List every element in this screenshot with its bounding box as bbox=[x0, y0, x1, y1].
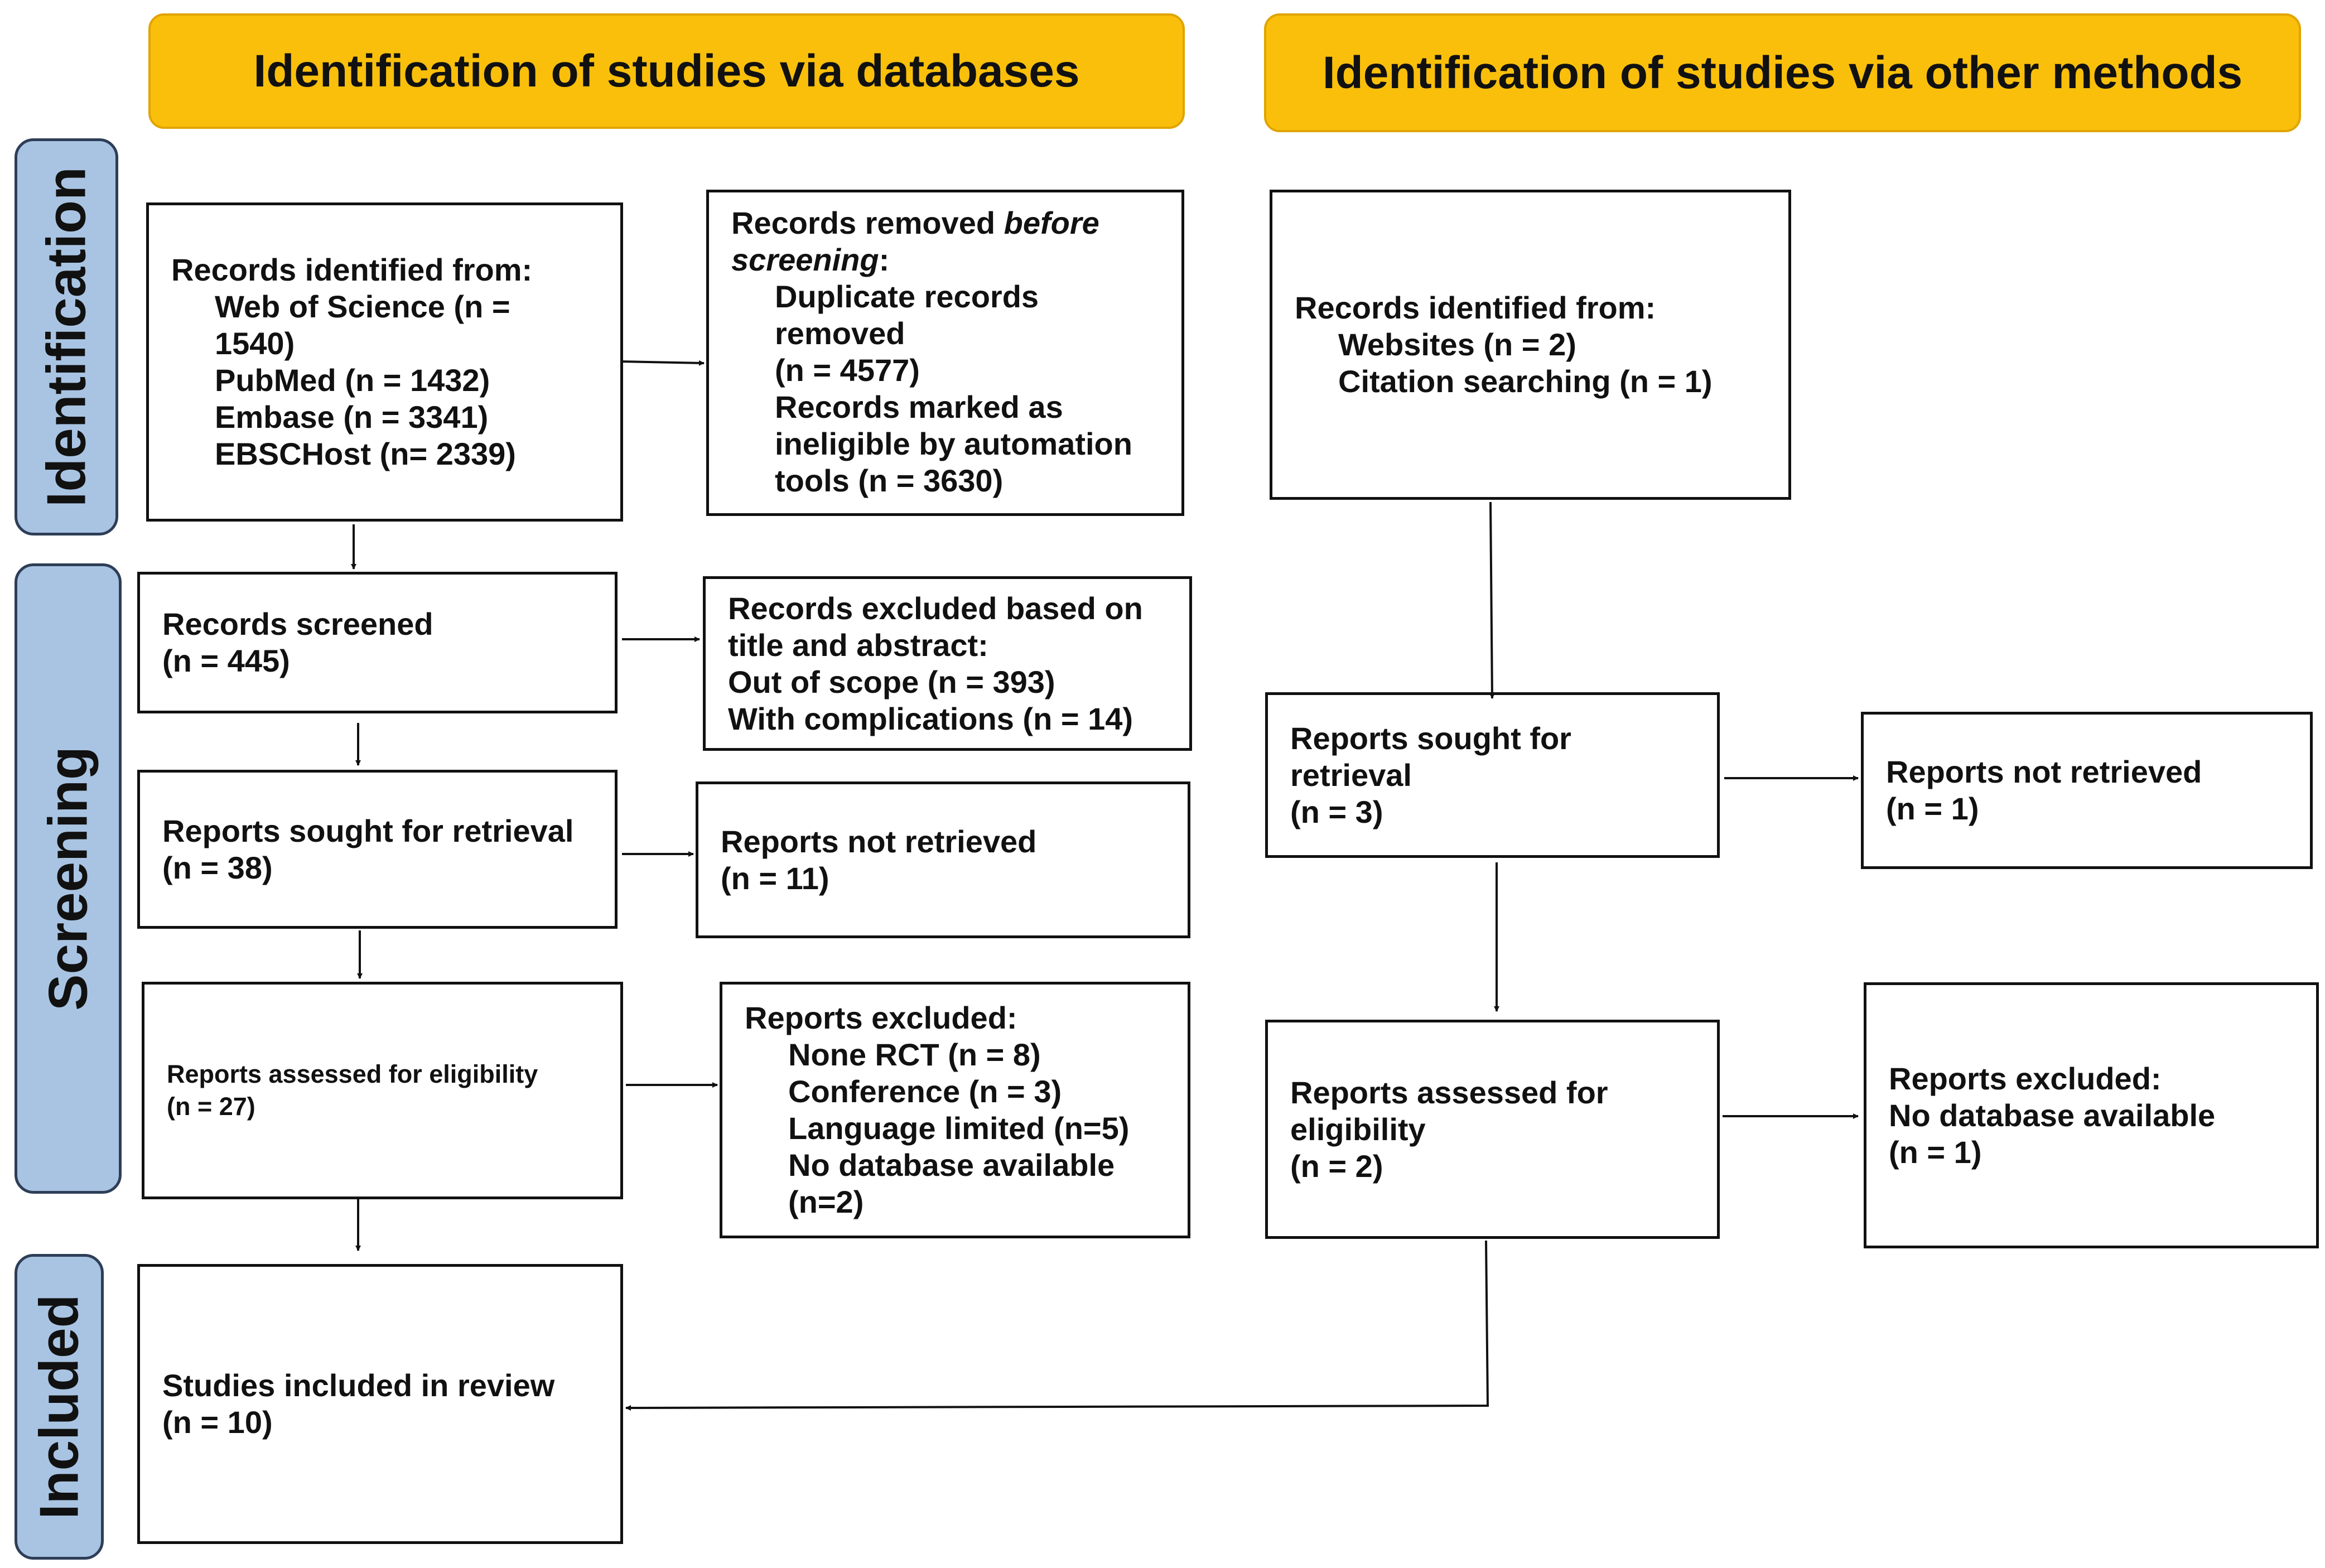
db-reports-excluded-item: Conference (n = 3) bbox=[788, 1074, 1062, 1109]
db-records-identified-title: Records identified from: bbox=[171, 252, 533, 287]
db-excluded-line: With complications (n = 14) bbox=[728, 701, 1133, 736]
other-source-item: Citation searching (n = 1) bbox=[1338, 364, 1713, 399]
db-reports-excluded-item: (n=2) bbox=[788, 1184, 864, 1219]
other-reports-assessed-count: (n = 2) bbox=[1290, 1148, 1383, 1184]
db-not-retrieved-line: Reports not retrieved bbox=[721, 823, 1037, 859]
db-records-removed-box: Records removed before screening: Duplic… bbox=[706, 190, 1184, 516]
header-other-label: Identification of studies via other meth… bbox=[1322, 47, 2243, 98]
title-emphasis-2: screening bbox=[731, 242, 879, 277]
arrow-identified-to-removed bbox=[620, 360, 705, 366]
db-source-item: 1540) bbox=[215, 326, 295, 361]
other-reports-assessed-line: eligibility bbox=[1290, 1111, 1426, 1147]
other-not-retrieved-count: (n = 1) bbox=[1886, 791, 1979, 826]
studies-included-box: Studies included in review (n = 10) bbox=[137, 1264, 623, 1544]
db-records-screened-box: Records screened (n = 445) bbox=[137, 572, 618, 713]
other-reports-excluded-count: (n = 1) bbox=[1889, 1134, 1982, 1170]
db-records-removed-title-2: screening: bbox=[731, 242, 1170, 278]
arrow-other-identified-to-sought bbox=[1489, 501, 1495, 699]
other-reports-excluded-line: Reports excluded: bbox=[1889, 1060, 2162, 1096]
phase-identification: Identification bbox=[15, 138, 118, 535]
other-records-identified-box: Records identified from: Websites (n = 2… bbox=[1270, 190, 1791, 500]
db-not-retrieved-count: (n = 11) bbox=[721, 860, 829, 896]
header-databases-label: Identification of studies via databases bbox=[253, 45, 1080, 97]
db-reports-sought-line: Reports sought for retrieval bbox=[162, 813, 574, 848]
db-reports-sought-count: (n = 38) bbox=[162, 850, 273, 885]
title-colon: : bbox=[879, 242, 890, 277]
db-excluded-line: title and abstract: bbox=[728, 627, 988, 663]
db-reports-assessed-box: Reports assessed for eligibility (n = 27… bbox=[142, 982, 623, 1199]
other-records-identified-title: Records identified from: bbox=[1295, 290, 1656, 325]
other-reports-excluded-box: Reports excluded: No database available … bbox=[1864, 982, 2319, 1248]
db-removed-item: Duplicate records bbox=[775, 279, 1039, 314]
other-reports-sought-line: Reports sought for bbox=[1290, 720, 1571, 756]
phase-included: Included bbox=[15, 1254, 104, 1560]
header-databases: Identification of studies via databases bbox=[148, 13, 1185, 129]
db-records-screened-line: Records screened bbox=[162, 606, 433, 641]
db-removed-item: Records marked as bbox=[775, 389, 1063, 424]
db-reports-excluded-item: None RCT (n = 8) bbox=[788, 1037, 1041, 1072]
title-pre: Records removed bbox=[731, 205, 1004, 240]
db-removed-item: (n = 4577) bbox=[775, 353, 920, 388]
header-other-methods: Identification of studies via other meth… bbox=[1264, 13, 2301, 132]
db-records-identified-box: Records identified from: Web of Science … bbox=[146, 202, 623, 522]
studies-included-count: (n = 10) bbox=[162, 1405, 273, 1440]
db-reports-assessed-line: Reports assessed for eligibility bbox=[167, 1060, 538, 1088]
phase-screening: Screening bbox=[15, 563, 122, 1194]
other-reports-sought-count: (n = 3) bbox=[1290, 794, 1383, 829]
db-reports-not-retrieved-box: Reports not retrieved (n = 11) bbox=[696, 781, 1190, 938]
other-not-retrieved-line: Reports not retrieved bbox=[1886, 754, 2202, 789]
db-source-item: PubMed (n = 1432) bbox=[215, 363, 490, 398]
db-reports-assessed-count: (n = 27) bbox=[167, 1092, 255, 1121]
other-reports-sought-box: Reports sought for retrieval (n = 3) bbox=[1265, 692, 1720, 858]
db-source-item: Web of Science (n = bbox=[215, 289, 510, 324]
other-source-item: Websites (n = 2) bbox=[1338, 327, 1576, 362]
db-records-removed-title: Records removed before bbox=[731, 205, 1170, 242]
other-reports-assessed-box: Reports assessed for eligibility (n = 2) bbox=[1265, 1020, 1720, 1239]
db-reports-excluded-item: No database available bbox=[788, 1147, 1115, 1183]
db-records-screened-count: (n = 445) bbox=[162, 643, 290, 678]
db-source-item: Embase (n = 3341) bbox=[215, 399, 489, 435]
db-reports-sought-box: Reports sought for retrieval (n = 38) bbox=[137, 770, 618, 929]
db-reports-excluded-title: Reports excluded: bbox=[745, 1000, 1017, 1035]
db-source-item: EBSCHost (n= 2339) bbox=[215, 436, 516, 471]
db-reports-excluded-item: Language limited (n=5) bbox=[788, 1111, 1130, 1146]
studies-included-line: Studies included in review bbox=[162, 1368, 555, 1403]
arrow-other-assessed-to-included bbox=[625, 1240, 1489, 1411]
db-excluded-line: Out of scope (n = 393) bbox=[728, 664, 1055, 699]
other-reports-excluded-line: No database available bbox=[1889, 1097, 2216, 1133]
db-reports-excluded-box: Reports excluded: None RCT (n = 8) Confe… bbox=[720, 982, 1190, 1238]
other-reports-not-retrieved-box: Reports not retrieved (n = 1) bbox=[1861, 712, 2313, 869]
title-emphasis: before bbox=[1004, 205, 1099, 240]
db-removed-item: ineligible by automation bbox=[775, 426, 1132, 461]
other-reports-sought-line: retrieval bbox=[1290, 757, 1412, 793]
db-removed-item: removed bbox=[775, 316, 905, 351]
db-excluded-line: Records excluded based on bbox=[728, 590, 1143, 626]
db-removed-item: tools (n = 3630) bbox=[775, 463, 1004, 498]
db-records-excluded-box: Records excluded based on title and abst… bbox=[703, 576, 1192, 751]
other-reports-assessed-line: Reports assessed for bbox=[1290, 1074, 1608, 1110]
